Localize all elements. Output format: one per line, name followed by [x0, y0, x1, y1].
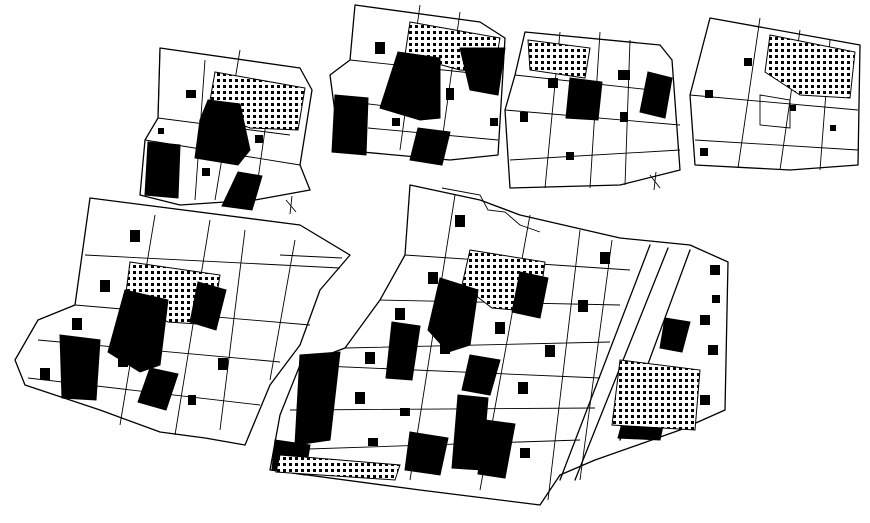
- site-plan-small-3: [504, 31, 681, 191]
- site-plan-small-1: [139, 47, 313, 215]
- site-plan-small-4: [689, 17, 861, 171]
- site-plan-large-right: [269, 184, 729, 506]
- site-plan-small-2: [329, 4, 506, 166]
- site-plan-large-left: [14, 197, 351, 446]
